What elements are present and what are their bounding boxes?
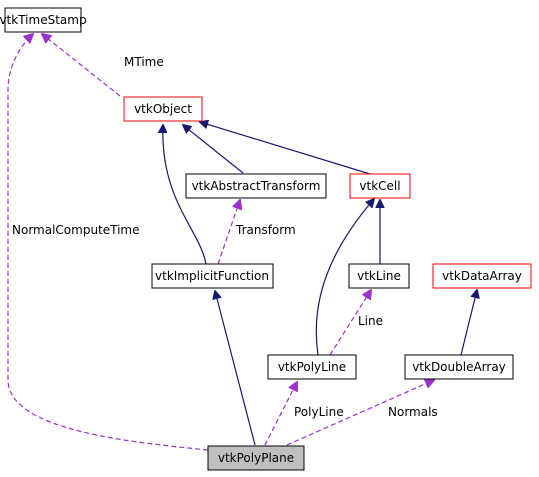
node-label-vtkcell: vtkCell <box>359 179 400 193</box>
node-vtkpolyline[interactable]: vtkPolyLine <box>267 354 357 380</box>
node-vtkabstracttransform[interactable]: vtkAbstractTransform <box>185 173 327 199</box>
node-label-vtkdataarray: vtkDataArray <box>442 269 522 283</box>
node-label-vtkabstracttransform: vtkAbstractTransform <box>192 179 321 193</box>
edge-cell-object <box>200 122 371 175</box>
edge-normals <box>286 380 434 446</box>
node-vtkimplicitfunction[interactable]: vtkImplicitFunction <box>151 263 274 289</box>
node-label-vtkimplicitfunction: vtkImplicitFunction <box>155 269 269 283</box>
edge-doublearray-dataarray <box>460 290 477 356</box>
node-label-vtkpolyline: vtkPolyLine <box>278 360 346 374</box>
node-label-vtkline: vtkLine <box>357 269 401 283</box>
node-label-vtkdoublearray: vtkDoubleArray <box>412 360 506 374</box>
node-vtkline[interactable]: vtkLine <box>348 263 410 289</box>
edge-label-line: Line <box>358 314 383 328</box>
edge-line <box>329 290 371 356</box>
edge-label-mtime: MTime <box>124 55 164 69</box>
edge-normal-compute-time <box>7 34 209 451</box>
edge-implicitfunction-object <box>163 125 207 265</box>
node-vtkdoublearray[interactable]: vtkDoubleArray <box>404 354 514 380</box>
node-label-vtkobject: vtkObject <box>134 102 192 116</box>
edge-label-normals: Normals <box>388 405 438 419</box>
edge-mtime <box>42 34 121 97</box>
edge-label-polyline: PolyLine <box>294 405 344 419</box>
node-label-vtktimestamp: vtkTimeStamp <box>0 13 87 27</box>
edge-polyline-cell <box>315 199 374 356</box>
node-vtkobject[interactable]: vtkObject <box>123 96 203 122</box>
node-vtktimestamp[interactable]: vtkTimeStamp <box>0 7 87 33</box>
edge-label-transform: Transform <box>235 223 296 237</box>
edge-polyline <box>264 382 297 446</box>
node-vtkdataarray[interactable]: vtkDataArray <box>432 263 532 289</box>
edge-transform <box>217 200 240 265</box>
node-vtkpolyplane[interactable]: vtkPolyPlane <box>207 445 305 471</box>
node-label-vtkpolyplane: vtkPolyPlane <box>218 451 294 465</box>
edge-polyplane-implicitfunction <box>215 291 256 446</box>
edge-abstracttransform-object <box>183 125 244 174</box>
edge-label-normal-compute-time: NormalComputeTime <box>12 223 140 237</box>
node-vtkcell[interactable]: vtkCell <box>349 173 411 199</box>
